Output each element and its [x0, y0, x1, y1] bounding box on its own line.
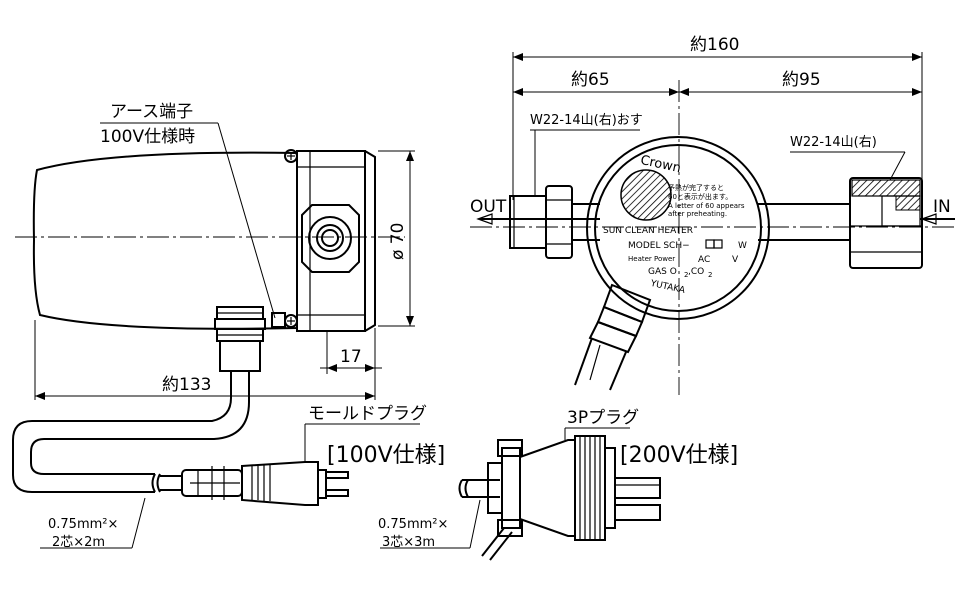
- earth-terminal-label-1: アース端子: [110, 102, 193, 122]
- earth-leader: [217, 122, 276, 319]
- front-cable-gland: [574, 283, 652, 391]
- spec-100v-label: [100V仕様]: [327, 443, 445, 468]
- face-inner-ring: [594, 144, 762, 312]
- heater-face-text: Crown 予熱が完了すると 60と表示が出ます。 A letter of 60…: [603, 153, 747, 296]
- head-flange: [364, 150, 376, 332]
- model-box-1: [705, 239, 715, 249]
- face-note-en-1: A letter of 60 appears: [668, 202, 745, 210]
- face-model: MODEL SCH−: [628, 241, 690, 251]
- face-w: W: [738, 241, 747, 251]
- in-label: IN: [933, 197, 951, 217]
- grip-ribs: [579, 436, 601, 540]
- face-v: V: [732, 255, 739, 265]
- earth-terminal-screw: [271, 312, 298, 328]
- face-note-en-2: after preheating.: [668, 210, 727, 218]
- face-gas: GAS O: [648, 267, 677, 277]
- plug-3p: [458, 427, 661, 561]
- indicator-window: [620, 169, 672, 221]
- labels: アース端子 100V仕様時 ø 70 17 約133 モールドプラグ [100V…: [48, 35, 951, 550]
- side-dimensions: [34, 122, 415, 400]
- w22-in-label: W22-14山(右): [790, 135, 877, 150]
- w22-out-label: W22-14山(右)おす: [530, 113, 643, 128]
- face-product-name: SUN CLEAN HEATER: [603, 226, 693, 236]
- face-maker: YUTAKA: [649, 279, 687, 296]
- cable200-leader: [469, 499, 481, 549]
- out-label: OUT: [470, 197, 507, 217]
- cable-100v: [12, 371, 250, 493]
- face-co-sub2: 2: [708, 271, 712, 279]
- spec-200v-label: [200V仕様]: [620, 443, 738, 468]
- dim-133-label: 約133: [162, 375, 211, 395]
- face-heater-power: Heater Power: [628, 255, 675, 263]
- earth-terminal-label-2: 100V仕様時: [100, 127, 195, 147]
- screw-top: [284, 149, 298, 163]
- dim-95-label: 約95: [782, 70, 821, 90]
- dim-160-label: 約160: [690, 35, 739, 55]
- inlet-fitting: [758, 177, 923, 269]
- cable100-leader: [131, 497, 146, 549]
- cable-100v-label-1: 0.75mm²×: [48, 517, 118, 532]
- heater-body: [32, 151, 298, 330]
- cable-100v-label-2: 2芯×2m: [52, 535, 105, 550]
- mold-plug-label: モールドプラグ: [308, 404, 427, 424]
- front-view: [470, 80, 955, 395]
- cable-200v-label-1: 0.75mm²×: [378, 517, 448, 532]
- mold-plug: [181, 423, 420, 506]
- face-outer-ring: [586, 136, 770, 320]
- face-note-jp-1: 予熱が完了すると: [668, 183, 724, 192]
- face-co: ,CO: [688, 267, 704, 277]
- dim-65-label: 約65: [571, 70, 610, 90]
- side-view: [15, 149, 405, 372]
- model-box-2: [713, 239, 723, 249]
- cable-200v-label-2: 3芯×3m: [382, 535, 435, 550]
- outlet-fitting: [509, 185, 600, 259]
- dim-17-label: 17: [340, 347, 362, 367]
- cable-gland: [214, 306, 266, 372]
- head-block: [296, 150, 366, 332]
- hex-fitting: [301, 204, 360, 273]
- face-note-jp-2: 60と表示が出ます。: [668, 192, 732, 201]
- face-gas-sub2: 2: [684, 271, 688, 279]
- diameter-70-label: ø 70: [388, 223, 408, 260]
- front-dimensions: [512, 52, 923, 200]
- face-ac: AC: [698, 255, 710, 265]
- plug-3p-label: 3Pプラグ: [567, 408, 639, 428]
